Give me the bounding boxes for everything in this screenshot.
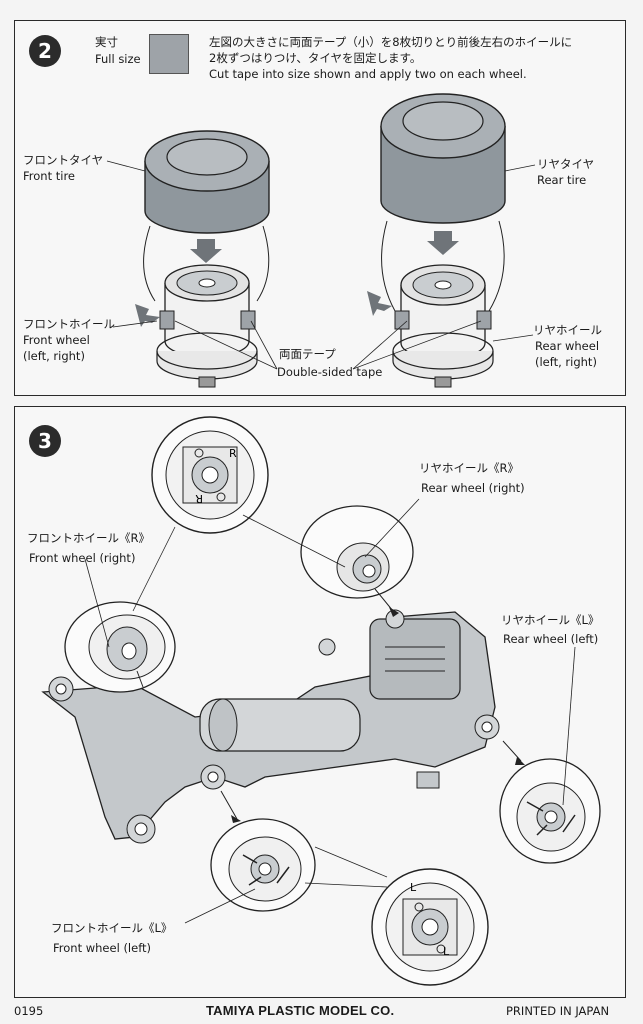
tape-label-jp: 両面テープ [279, 347, 336, 361]
step-3-illustration: R R [41, 416, 601, 986]
step-number-badge: 3 [29, 425, 61, 457]
front-tire-label-jp: フロントタイヤ [23, 153, 104, 167]
instruction-jp-line1: 左図の大きさに両面テープ（小）を8枚切りとり前後左右のホイールに [209, 35, 573, 49]
step-number-badge: 2 [29, 35, 61, 67]
rear-tire-label-en: Rear tire [537, 173, 587, 187]
front-wheel-label-jp: フロントホイール [23, 317, 115, 331]
step-2-panel: 2 実寸 Full size 左図の大きさに両面テープ（小）を8枚切りとり前後左… [14, 20, 626, 396]
step-2-illustration [106, 93, 536, 388]
hub-detail-front-left [371, 868, 489, 986]
fullsize-label-en: Full size [95, 52, 141, 66]
rear-tire-label-jp: リヤタイヤ [537, 157, 595, 171]
front-right-label-jp: フロントホイール《R》 [27, 531, 150, 545]
front-left-label-jp: フロントホイール《L》 [51, 921, 173, 935]
rear-wheel-label-en: Rear wheel [535, 339, 600, 353]
rear-left-label-jp: リヤホイール《L》 [501, 613, 600, 627]
rear-left-label-en: Rear wheel (left) [503, 632, 599, 646]
front-left-wheel-drawing [210, 818, 316, 912]
front-left-label-en: Front wheel (left) [53, 941, 152, 955]
rear-right-label-jp: リヤホイール《R》 [419, 461, 519, 475]
instruction-jp-line2: 2枚ずつはりつけ、タイヤを固定します。 [209, 51, 422, 65]
front-tire-label-en: Front tire [23, 169, 75, 183]
chassis-drawing [41, 609, 500, 844]
rear-right-wheel-drawing [300, 505, 414, 599]
front-tire-drawing [144, 130, 270, 234]
front-wheel-label-side: (left, right) [23, 349, 85, 363]
printed-in: PRINTED IN JAPAN [506, 1004, 610, 1018]
rear-wheel-drawing [392, 264, 494, 388]
front-wheel-drawing [156, 264, 258, 388]
front-right-label-en: Front wheel (right) [29, 551, 136, 565]
page-code: 0195 [14, 1004, 44, 1018]
rear-wheel-label-side: (left, right) [535, 355, 597, 369]
hub-mark-l-bottom: L [443, 945, 450, 958]
tape-size-swatch [149, 34, 189, 74]
hub-mark-r-bottom: R [195, 492, 203, 505]
step-3-panel: 3 [14, 406, 626, 998]
hub-mark-l-top: L [410, 881, 417, 894]
fullsize-label-jp: 実寸 [95, 35, 118, 49]
front-right-wheel-drawing [64, 601, 176, 693]
front-wheel-label-en: Front wheel [23, 333, 90, 347]
rear-tire-drawing [380, 93, 506, 224]
hub-mark-r-top: R [229, 447, 237, 460]
instruction-en: Cut tape into size shown and apply two o… [209, 67, 527, 81]
rear-right-label-en: Rear wheel (right) [421, 481, 525, 495]
rear-left-wheel-drawing [499, 758, 601, 864]
tape-label-en: Double-sided tape [277, 365, 383, 379]
hub-detail-front-right [151, 416, 269, 534]
brand-name: TAMIYA PLASTIC MODEL CO. [206, 1003, 395, 1018]
rear-wheel-label-jp: リヤホイール [533, 323, 602, 337]
